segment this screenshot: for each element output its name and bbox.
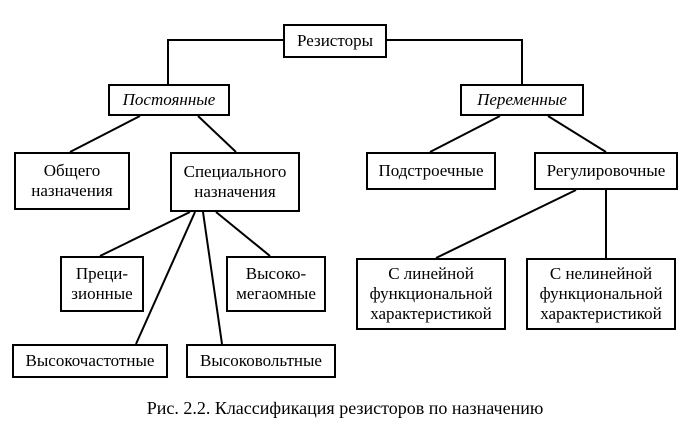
figure-caption: Рис. 2.2. Классификация резисторов по на…	[146, 398, 544, 418]
connector-special-highmegohm	[215, 211, 271, 257]
node-linear-characteristic: С линейной функциональной характеристико…	[356, 258, 506, 330]
connector-special-highfreq	[135, 211, 196, 345]
connector-root-variable	[385, 39, 523, 84]
connector-special-precision	[99, 211, 191, 257]
node-general-purpose: Общего назначения	[14, 152, 130, 210]
connector-adjustable-linear	[435, 189, 577, 259]
node-high-megohm: Высоко- мегаомные	[226, 256, 326, 312]
node-fixed: Постоянные	[108, 84, 230, 116]
node-high-voltage: Высоковольтные	[186, 344, 336, 378]
connector-fixed-general	[69, 115, 141, 153]
node-precision: Преци- зионные	[60, 256, 144, 312]
node-resistors: Резисторы	[283, 24, 387, 58]
node-adjustable: Регулировочные	[534, 152, 678, 190]
connector-fixed-special	[197, 115, 237, 153]
connector-variable-adjustable	[547, 115, 607, 153]
node-trimmer: Подстроечные	[366, 152, 496, 190]
node-nonlinear-characteristic: С нелинейной функциональной характеристи…	[526, 258, 676, 330]
connector-variable-trimmer	[429, 115, 501, 153]
connector-root-fixed	[167, 39, 285, 84]
node-variable: Переменные	[460, 84, 584, 116]
node-high-frequency: Высокочастотные	[12, 344, 168, 378]
node-special-purpose: Специального назначения	[170, 152, 300, 212]
connector-special-highvoltage	[202, 211, 223, 345]
